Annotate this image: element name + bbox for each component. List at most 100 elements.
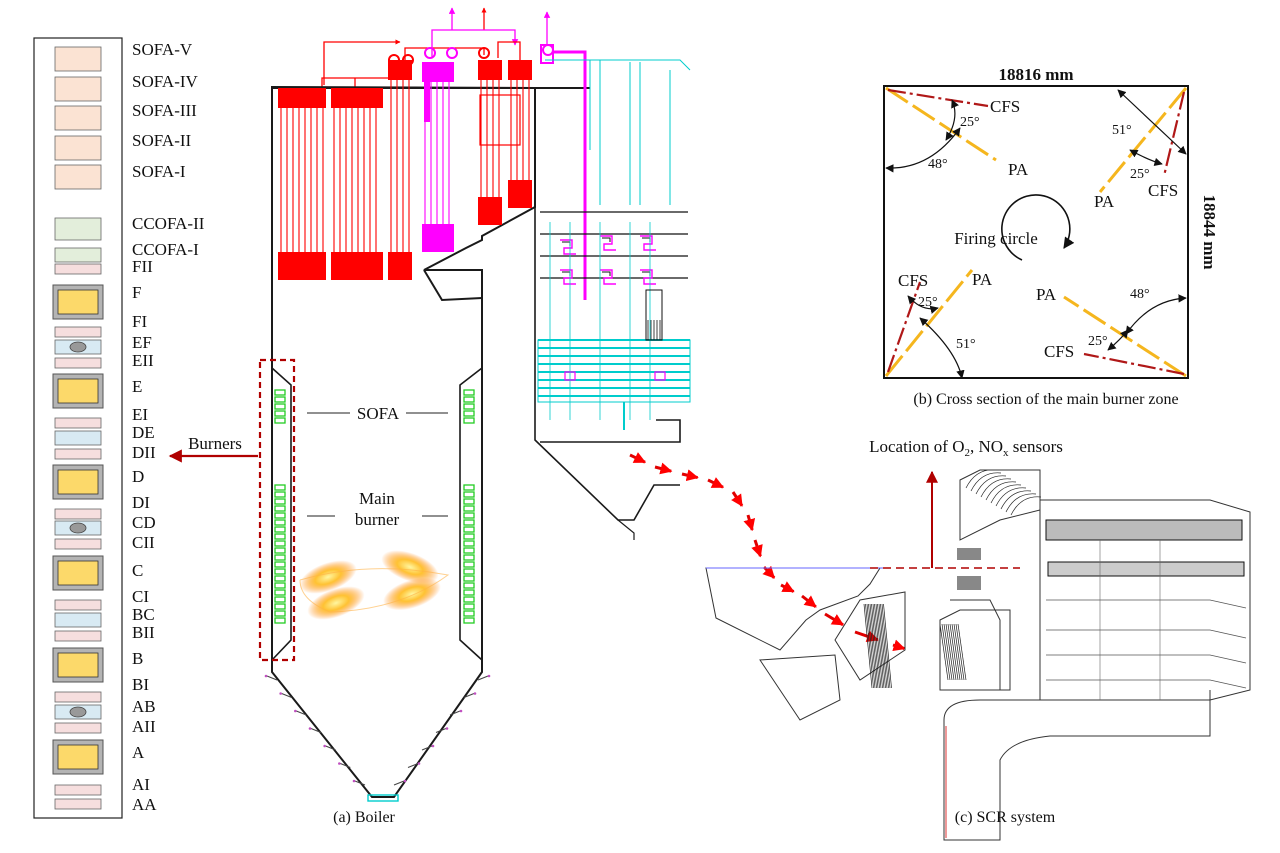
burner-label: CI [132, 587, 149, 606]
oil-gun-icon [69, 522, 87, 534]
final-superheater-2-top [478, 60, 502, 80]
aux-nozzle-box [54, 508, 102, 520]
sofa-nozzle-box [54, 76, 102, 102]
burner-label: DE [132, 423, 155, 442]
burner-nozzle [463, 484, 475, 491]
header-piping [321, 7, 551, 90]
burner-nozzle [463, 410, 475, 417]
cross-section-diagram: 18816 mm 18844 mm Firing [883, 65, 1219, 408]
pa-label-top-left: PA [1008, 160, 1029, 179]
convective-pass [534, 59, 691, 540]
burner-nozzle [274, 617, 286, 624]
burner-label: C [132, 561, 143, 580]
burner-label: AA [132, 795, 157, 814]
ccofa-nozzle-box [54, 247, 102, 263]
aux-nozzle-box [54, 357, 102, 369]
burner-nozzle [274, 554, 286, 561]
coal-burner-box [57, 744, 99, 770]
burner-nozzle [274, 505, 286, 512]
burner-label: FI [132, 312, 147, 331]
ash-hopper-outlet [367, 794, 399, 802]
furnace-nose [423, 269, 483, 302]
coal-burner-box [57, 560, 99, 586]
oil-gun-icon [69, 341, 87, 353]
cfs-label-bottom-left: CFS [898, 271, 928, 290]
burner-nozzle [274, 389, 286, 396]
burner-nozzle [274, 596, 286, 603]
burner-nozzle [463, 547, 475, 554]
burner-nozzle [463, 610, 475, 617]
burner-nozzle [463, 526, 475, 533]
flue-gas-arrow [707, 477, 725, 489]
burner-nozzle [274, 484, 286, 491]
oil-gun-icon [69, 706, 87, 718]
burner-label: CCOFA-I [132, 240, 199, 259]
platen-superheater-1-bottom [278, 252, 326, 280]
flue-gas-flow-arrows [629, 452, 906, 652]
burner-label: EI [132, 405, 148, 424]
burner-nozzle [274, 568, 286, 575]
aux-nozzle-box [54, 798, 102, 810]
burner-nozzle [274, 589, 286, 596]
burner-nozzle [463, 505, 475, 512]
burner-label: E [132, 377, 142, 396]
firing-circle [1001, 194, 1075, 261]
angle-arcs [885, 89, 1187, 379]
burner-label: SOFA-II [132, 131, 192, 150]
burner-label: AI [132, 775, 150, 794]
burner-nozzle [463, 540, 475, 547]
burner-nozzle [274, 396, 286, 403]
burner-nozzle [274, 575, 286, 582]
scr-reactor-layers [1046, 540, 1247, 700]
burner-nozzle [274, 417, 286, 424]
burner-nozzle [463, 575, 475, 582]
pa-label-bottom-left: PA [972, 270, 993, 289]
burner-column-labels: SOFA-VSOFA-IVSOFA-IIISOFA-IISOFA-ICCOFA-… [132, 40, 205, 814]
aux-nozzle-box [54, 691, 102, 703]
burner-nozzle [274, 512, 286, 519]
flue-gas-arrow [892, 639, 906, 652]
aux-nozzle-box [54, 784, 102, 796]
burner-label: B [132, 649, 143, 668]
aux-nozzle-box [54, 538, 102, 550]
burner-nozzle [274, 540, 286, 547]
boiler-caption: (a) Boiler [333, 809, 395, 826]
flue-gas-arrow [629, 452, 647, 464]
aux-nozzle-box [54, 599, 102, 611]
sofa-nozzle-box [54, 46, 102, 72]
aux-nozzle-box [54, 630, 102, 642]
burner-nozzle [463, 491, 475, 498]
coal-burner-box [57, 652, 99, 678]
angle-25-bottom-left: 25° [918, 295, 938, 310]
burner-nozzle [463, 389, 475, 396]
heating-panels [278, 44, 587, 300]
cross-section-width-label: 18816 mm [998, 65, 1073, 84]
burner-nozzle [463, 417, 475, 424]
angle-48-bottom-right: 48° [1130, 287, 1150, 302]
cross-section-frame [883, 85, 1189, 379]
burner-nozzle [274, 533, 286, 540]
burner-label: AII [132, 717, 156, 736]
burner-label: BC [132, 605, 155, 624]
aux-nozzle-box [54, 326, 102, 338]
final-superheater-3-bottom [508, 180, 532, 208]
boiler-diagram: Burners SOFA Main burner (a) Boiler [168, 7, 691, 826]
angle-25-bottom-right: 25° [1088, 334, 1108, 349]
burner-column-boxes [52, 46, 104, 810]
burner-nozzle [274, 491, 286, 498]
aux-nozzle-box [54, 417, 102, 429]
cfs-label-bottom-right: CFS [1044, 342, 1074, 361]
cfs-label-top-left: CFS [990, 97, 1020, 116]
scr-hatching [863, 469, 1042, 690]
flue-gas-arrow [762, 565, 776, 579]
convective-lines [537, 59, 691, 430]
firing-circle-label: Firing circle [954, 229, 1038, 248]
flue-gas-arrow [731, 491, 744, 507]
burner-label: AB [132, 697, 156, 716]
burner-label: FII [132, 257, 153, 276]
flue-gas-arrow [801, 594, 817, 608]
angle-48-top-left: 48° [928, 157, 948, 172]
angle-51-top-right: 51° [1112, 123, 1132, 138]
